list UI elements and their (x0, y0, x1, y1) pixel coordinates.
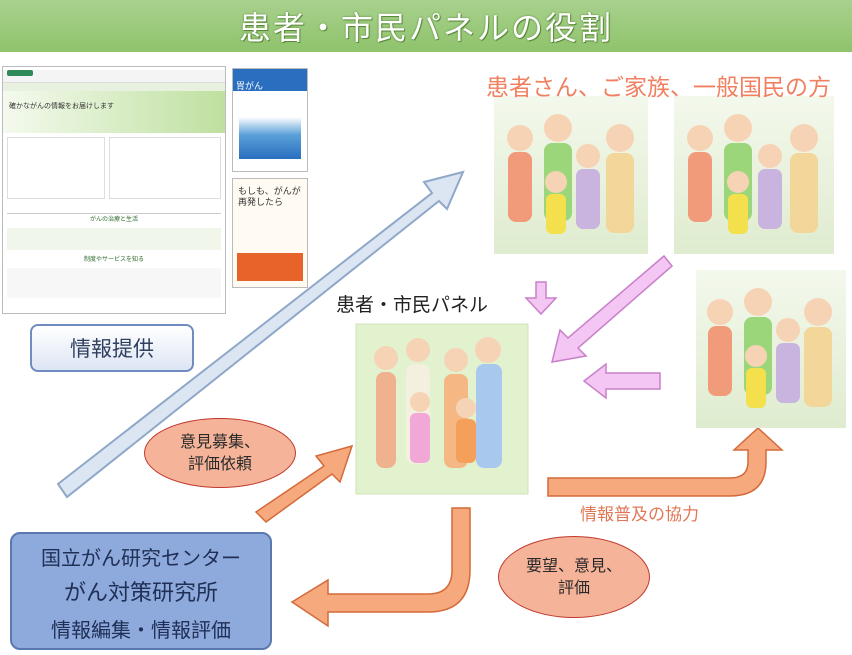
website-search-box (7, 137, 105, 199)
pink-arrow-small (524, 281, 558, 316)
orange-arrow-to-panel (254, 444, 354, 523)
request-feedback-line1: 要望、意見、 (525, 556, 622, 575)
orange-arrow-to-public (547, 426, 784, 497)
website-hero: 確かながんの情報をお届けします (3, 91, 225, 133)
audience-title: 患者さん、ご家族、一般国民の方 (486, 75, 831, 101)
website-header (3, 70, 225, 83)
request-feedback-line2: 評価 (557, 578, 590, 597)
website-logo-icon (7, 70, 33, 76)
ncc-role: 情報編集・情報評価 (51, 618, 231, 642)
booklet-recurrence-title: もしも、がんが再発したら (238, 187, 301, 208)
orange-arrow-to-center (290, 507, 471, 628)
website-section-1: がんの治療と生活 (7, 213, 221, 226)
website-screenshot: 確かながんの情報をお届けします がんの治療と生活 制度やサービスを知る (2, 66, 226, 314)
panel-illustration (355, 323, 529, 495)
ncc-institute: がん対策研究所 (63, 581, 218, 606)
opinion-request-line2: 評価依頼 (187, 454, 252, 473)
booklet-stomach-cover: 胃がん (233, 69, 307, 92)
booklet-recurrence-band (237, 253, 303, 281)
info-provision-text: 情報提供 (70, 337, 154, 361)
booklet-stomach-title: 胃がん (236, 82, 264, 92)
pink-arrow-diagonal (550, 254, 674, 363)
website-section-2-list (7, 268, 221, 298)
title-bar: 患者・市民パネルの役割 (0, 0, 852, 52)
ncc-center-box: 国立がん研究センター がん対策研究所 情報編集・情報評価 (10, 532, 272, 650)
ncc-name: 国立がん研究センター (41, 546, 241, 570)
info-provision-arrow (56, 170, 465, 499)
info-provision-label: 情報提供 (30, 324, 194, 372)
booklet-stomach-art (239, 99, 301, 159)
page-title: 患者・市民パネルの役割 (238, 9, 613, 47)
request-feedback-oval: 要望、意見、 評価 (498, 536, 650, 618)
website-section-1-buttons (7, 228, 221, 250)
website-section-2: 制度やサービスを知る (83, 256, 144, 263)
booklet-recurrence: もしも、がんが再発したら (232, 178, 308, 288)
website-nav (3, 83, 225, 91)
family-illustration-2 (674, 96, 834, 254)
family-illustration-1 (494, 96, 648, 254)
panel-label: 患者・市民パネル (336, 294, 489, 316)
website-hero-text: 確かながんの情報をお届けします (9, 102, 114, 110)
opinion-request-line1: 意見募集、 (179, 432, 260, 451)
cooperation-label: 情報普及の協力 (580, 505, 699, 525)
opinion-request-oval: 意見募集、 評価依頼 (144, 418, 296, 488)
family-illustration-3 (696, 270, 846, 428)
website-search-area (3, 133, 225, 203)
pink-arrow-left (582, 362, 661, 400)
booklet-stomach-cancer: 胃がん (232, 68, 308, 172)
website-list-box (109, 137, 221, 199)
